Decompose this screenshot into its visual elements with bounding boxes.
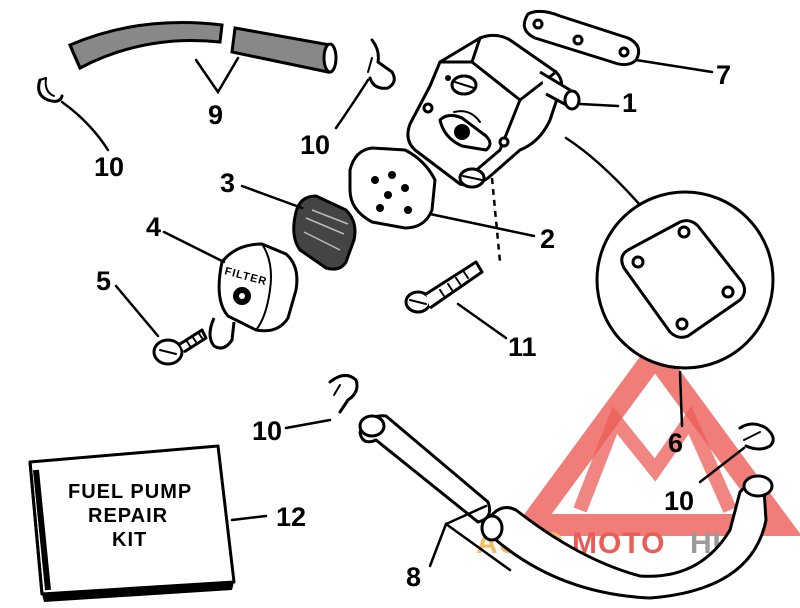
clamp-part-10-top-center (367, 38, 396, 90)
kit-label-line3: KIT (112, 529, 147, 551)
gasket-part-7 (522, 9, 641, 67)
callout-8: 8 (406, 562, 421, 592)
screw-part-5 (152, 328, 208, 366)
repair-kit-box-part-12: FUEL PUMP REPAIR KIT (28, 444, 236, 602)
kit-label-line2: REPAIR (88, 505, 168, 527)
callout-3: 3 (220, 168, 235, 198)
clamp-part-10-bottom-right (738, 422, 775, 451)
callout-10-top-center: 10 (300, 130, 330, 160)
callout-10-bottom-left: 10 (252, 416, 282, 446)
diaphragm-part-2 (348, 146, 437, 230)
callout-2: 2 (540, 224, 555, 254)
callout-7: 7 (716, 60, 731, 90)
callout-12: 12 (276, 502, 306, 532)
callout-1: 1 (622, 88, 637, 118)
callout-10-bottom-right: 10 (664, 486, 694, 516)
clamp-part-10-bottom-center (328, 374, 359, 414)
watermark-logo-triangle (508, 336, 800, 536)
callout-5: 5 (96, 266, 111, 296)
screw-part-11 (404, 260, 484, 314)
callout-4: 4 (146, 212, 161, 242)
callout-9: 9 (208, 100, 223, 130)
callout-10-top-left: 10 (94, 152, 124, 182)
hose-part-9 (68, 21, 338, 74)
filter-cap-part-4: FILTER (208, 242, 299, 350)
leader-lines (60, 56, 746, 572)
detail-connector-line (564, 136, 642, 207)
clamp-part-10-top-left (37, 77, 64, 103)
filter-screen-part-3 (292, 194, 357, 271)
kit-label-line1: FUEL PUMP (68, 481, 192, 503)
hose-part-8 (358, 414, 774, 600)
fuel-pump-body-part-1 (406, 33, 581, 189)
callout-6: 6 (668, 428, 683, 458)
callout-11: 11 (508, 332, 537, 362)
gasket-detail-part-6 (595, 190, 775, 370)
screw-alignment-dashed-line (490, 177, 502, 263)
